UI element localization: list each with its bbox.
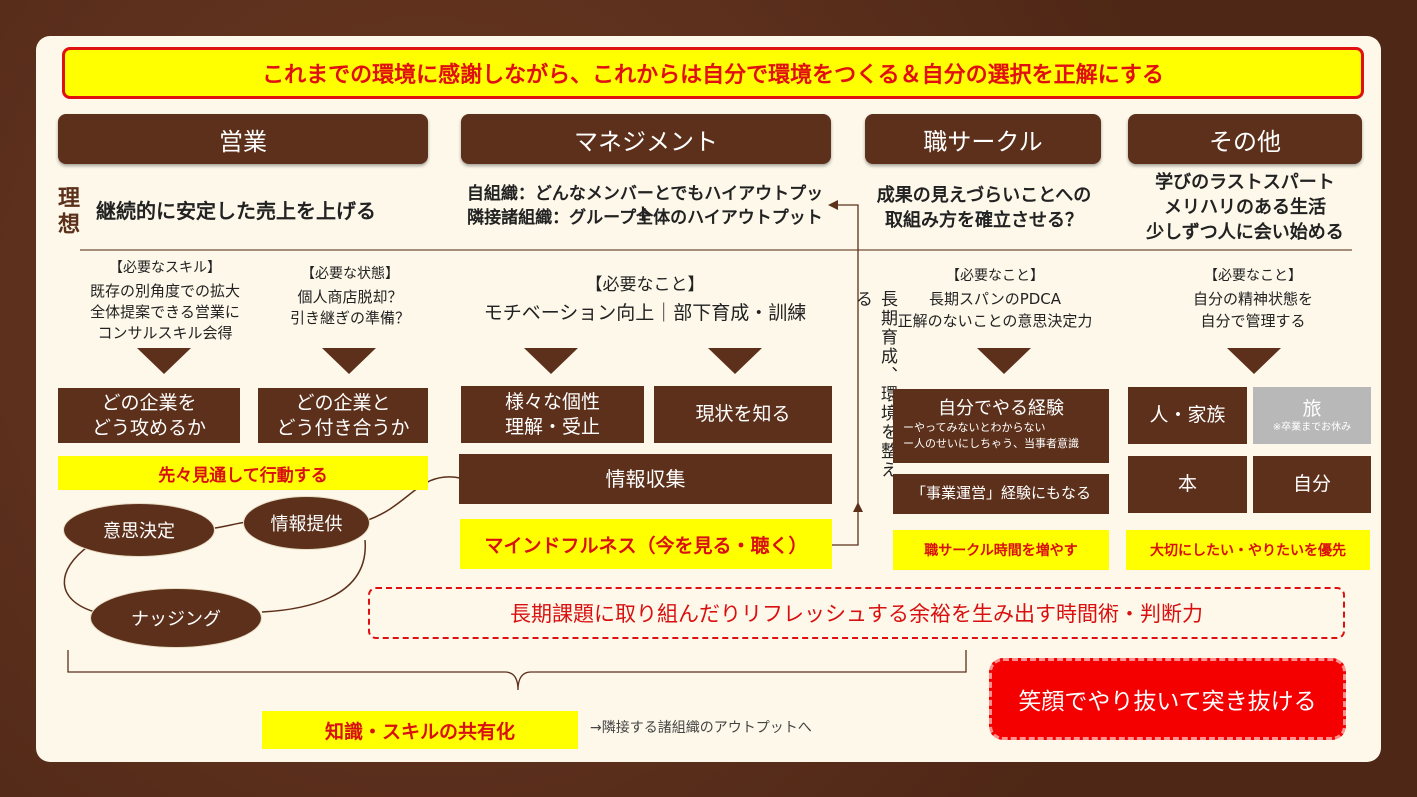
mgmt-box-status: 現状を知る bbox=[654, 386, 832, 443]
mgmt-box-individuality-line-2: 理解・受止 bbox=[504, 415, 600, 438]
sales-box-relation: どの企業と どう付き合うか bbox=[258, 388, 428, 443]
ideal-mgmt-1: 自組織：どんなメンバーとでもハイアウトプット bbox=[466, 184, 824, 226]
mgmt-box-individuality: 様々な個性 理解・受止 bbox=[461, 386, 644, 443]
circle-box-experience-sub-2: ー人のせいにしちゃう、当事者意識 bbox=[903, 436, 1079, 450]
header-circle: 職サークル bbox=[865, 114, 1101, 164]
circle-needs-2: 正解のないことの意思決定力 bbox=[897, 312, 1093, 330]
vision-banner: これまでの環境に感謝しながら、これからは自分で環境をつくる＆自分の選択を正解にす… bbox=[62, 47, 1364, 99]
other-box-travel: 旅 ※卒業までお休み bbox=[1253, 387, 1371, 444]
other-box-travel-label: 旅 bbox=[1302, 397, 1322, 420]
ideal-other-3: 少しずつ人に会い始める bbox=[1146, 222, 1344, 243]
circle-needs-title: 【必要なこと】 bbox=[946, 268, 1044, 284]
other-box-self: 自分 bbox=[1253, 456, 1371, 513]
header-management: マネジメント bbox=[461, 114, 831, 164]
circle-highlight: 職サークル時間を増やす bbox=[893, 530, 1109, 570]
sales-box-relation-line-1: どの企業と bbox=[295, 391, 391, 414]
sales-skill-3: コンサルスキル会得 bbox=[97, 324, 233, 342]
ideal-other-1: 学びのラストスパート bbox=[1155, 172, 1335, 193]
sales-box-relation-line-2: どう付き合うか bbox=[276, 416, 410, 439]
circle-box-experience-title: 自分でやる経験 bbox=[938, 398, 1064, 419]
sales-box-attack: どの企業を どう攻めるか bbox=[58, 388, 240, 443]
ideal-mgmt-2: 隣接諸組織：グループ全体のハイアウトプット bbox=[467, 208, 823, 228]
vertical-note: 長期育成、環境を整える bbox=[852, 290, 897, 480]
ideal-circle-1: 成果の見えづらいことへの bbox=[876, 185, 1092, 206]
header-other: その他 bbox=[1128, 114, 1362, 164]
down-arrow-icon bbox=[137, 348, 191, 374]
circle-box-experience-sub-1: ーやってみないとわからない bbox=[903, 421, 1046, 435]
other-needs-2: 自分で管理する bbox=[1200, 312, 1306, 330]
other-needs-title: 【必要なこと】 bbox=[1204, 268, 1302, 284]
down-arrow-icon bbox=[977, 348, 1031, 374]
header-sales: 営業 bbox=[58, 114, 428, 164]
mgmt-highlight: マインドフルネス（今を見る・聴く） bbox=[460, 519, 832, 569]
mgmt-needs-title: 【必要なこと】 bbox=[585, 275, 705, 295]
mgmt-box-individuality-line-1: 様々な個性 bbox=[504, 390, 600, 413]
final-goal: 笑顔でやり抜いて突き抜ける bbox=[989, 658, 1346, 740]
other-highlight: 大切にしたい・やりたいを優先 bbox=[1126, 530, 1370, 570]
sales-box-attack-line-1: どの企業を bbox=[101, 391, 197, 414]
share-highlight: 知識・スキルの共有化 bbox=[262, 711, 578, 749]
circle-needs-1: 長期スパンのPDCA bbox=[928, 290, 1062, 308]
sales-state-title: 【必要な状態】 bbox=[301, 266, 399, 282]
ideal-circle-2: 取組み方を確立させる？ bbox=[885, 210, 1083, 231]
mgmt-needs-1: モチベーション向上｜部下育成・訓練 bbox=[483, 302, 807, 324]
sales-state-1: 個人商店脱却？ bbox=[297, 288, 403, 306]
sales-box-attack-line-2: どう攻めるか bbox=[91, 416, 206, 439]
sales-state-2: 引き継ぎの準備？ bbox=[289, 309, 410, 327]
share-note: →隣接する諸組織のアウトプットへ bbox=[590, 720, 812, 736]
ideal-sales: 継続的に安定した売上を上げる bbox=[96, 199, 376, 223]
ideal-other-2: メリハリのある生活 bbox=[1164, 197, 1326, 218]
other-box-book: 本 bbox=[1128, 456, 1247, 513]
sales-skill-2: 全体提案できる営業に bbox=[90, 303, 240, 321]
down-arrow-icon bbox=[1227, 348, 1281, 374]
sales-skill-1: 既存の別角度での拡大 bbox=[89, 282, 240, 300]
mgmt-box-info-gathering: 情報収集 bbox=[459, 454, 832, 504]
down-arrow-icon bbox=[708, 348, 762, 374]
ideal-label: 理想 bbox=[54, 186, 79, 238]
oval-decision: 意思決定 bbox=[63, 503, 215, 557]
time-skill-box: 長期課題に取り組んだりリフレッシュする余裕を生み出す時間術・判断力 bbox=[368, 587, 1345, 639]
down-arrow-icon bbox=[322, 348, 376, 374]
down-arrow-icon bbox=[524, 348, 578, 374]
oval-info-provide: 情報提供 bbox=[243, 496, 370, 550]
circle-box-experience: 自分でやる経験 ーやってみないとわからない ー人のせいにしちゃう、当事者意識 bbox=[893, 389, 1109, 463]
other-box-family: 人・家族 bbox=[1128, 387, 1247, 444]
sales-highlight: 先々見通して行動する bbox=[58, 456, 428, 490]
other-needs-1: 自分の精神状態を bbox=[1192, 290, 1313, 308]
circle-box-business: 「事業運営」経験にもなる bbox=[893, 474, 1109, 514]
oval-nudging: ナッジング bbox=[90, 588, 262, 648]
other-box-travel-note: ※卒業までお休み bbox=[1272, 422, 1352, 434]
sales-skill-title: 【必要なスキル】 bbox=[109, 260, 221, 276]
